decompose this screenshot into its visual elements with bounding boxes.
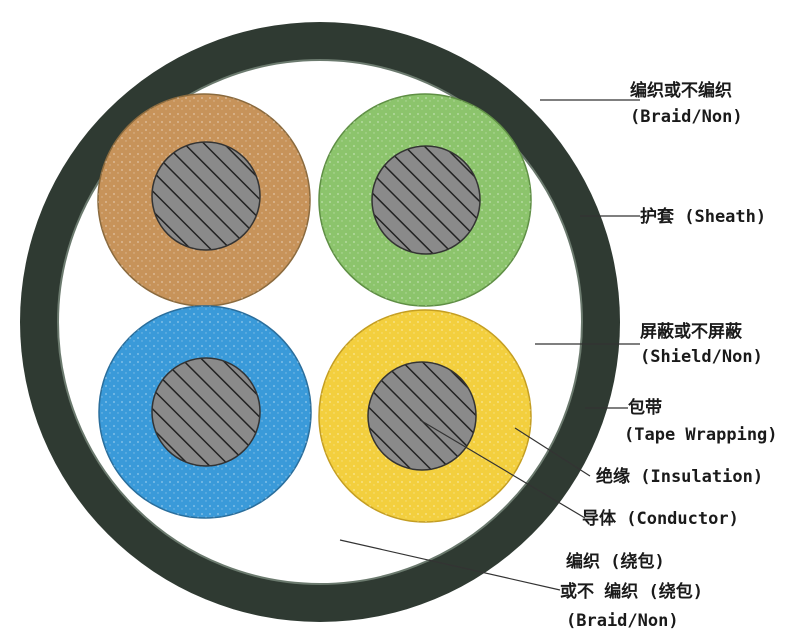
label-braid-cn: 编织或不编织 — [630, 80, 732, 101]
leader-insulation — [514, 427, 591, 477]
label-insulation: 绝缘 (Insulation) — [596, 466, 763, 487]
label-inner-braid-cn-2: 或不 编织 (绕包) — [560, 581, 703, 602]
label-tape-en: (Tape Wrapping) — [624, 425, 778, 445]
core-yellow — [318, 309, 532, 523]
core-green — [318, 93, 532, 307]
core-brown — [97, 93, 311, 307]
label-inner-braid-cn-1: 编织 (绕包) — [566, 551, 665, 572]
conductor-yellow — [367, 361, 477, 471]
conductor-green — [371, 145, 481, 255]
label-conductor: 导体 (Conductor) — [582, 508, 739, 529]
conductor-blue — [151, 357, 261, 467]
label-shield-en: (Shield/Non) — [640, 347, 763, 367]
label-inner-braid-en: (Braid/Non) — [566, 611, 679, 631]
label-braid-en: (Braid/Non) — [630, 107, 743, 127]
label-tape-cn: 包带 — [628, 397, 662, 418]
label-sheath: 护套 (Sheath) — [640, 206, 766, 227]
conductor-brown — [151, 141, 261, 251]
label-shield-cn: 屏蔽或不屏蔽 — [640, 321, 743, 342]
leader-conductor — [419, 419, 586, 519]
core-blue — [98, 305, 312, 519]
leader-inner-braid — [339, 539, 561, 591]
